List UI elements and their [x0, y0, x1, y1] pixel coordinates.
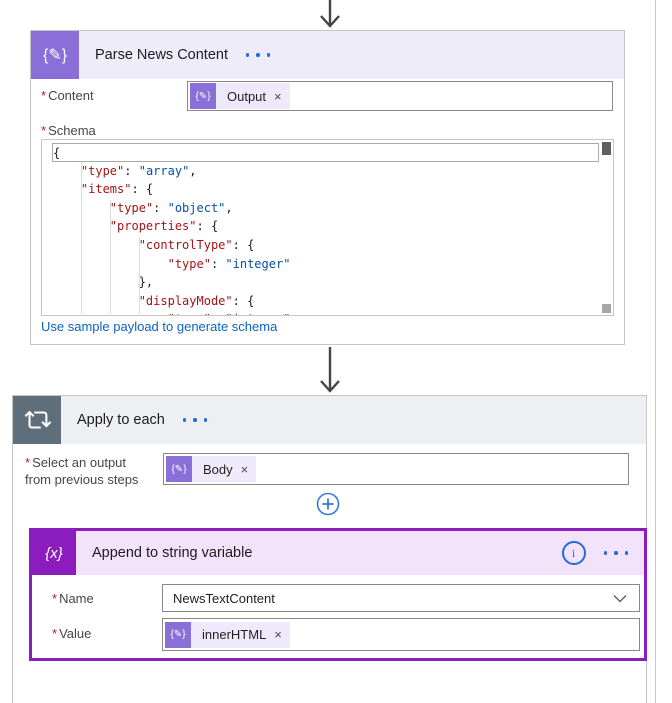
indent-guide — [81, 162, 82, 314]
apply-more-menu-button[interactable] — [182, 414, 208, 426]
chevron-down-icon — [613, 594, 627, 602]
dynamic-content-icon: {✎} — [166, 456, 192, 482]
select-output-input[interactable]: {✎} Body × — [163, 453, 629, 485]
required-asterisk: * — [52, 626, 58, 641]
schema-label: *Schema — [41, 123, 96, 138]
connector-arrow-middle — [320, 347, 340, 393]
info-icon[interactable]: i — [561, 541, 586, 565]
content-label: *Content — [41, 88, 94, 103]
generate-schema-link[interactable]: Use sample payload to generate schema — [41, 319, 278, 334]
horizontal-scrollbar-thumb[interactable] — [602, 304, 611, 313]
output-token-chip[interactable]: {✎} Output × — [190, 83, 290, 109]
parse-more-menu-button[interactable] — [245, 49, 271, 61]
apply-card-title: Apply to each — [77, 412, 165, 428]
loop-icon — [13, 396, 61, 444]
append-to-string-variable-card: {x} Append to string variable i *Name Ne… — [29, 528, 647, 661]
dynamic-content-icon: {✎} — [190, 83, 216, 109]
token-label: innerHTML — [202, 627, 267, 642]
remove-token-icon[interactable]: × — [274, 627, 282, 642]
value-label: *Value — [52, 626, 92, 641]
schema-code-editor[interactable]: { "type": "array", "items": { "type": "o… — [41, 139, 614, 316]
required-asterisk: * — [41, 88, 47, 103]
required-asterisk: * — [25, 455, 31, 470]
parse-news-content-card: {✎} Parse News Content *Content {✎} Outp… — [30, 30, 625, 345]
remove-token-icon[interactable]: × — [274, 88, 282, 104]
vertical-scrollbar-thumb[interactable] — [602, 142, 611, 155]
required-asterisk: * — [52, 591, 58, 606]
remove-token-icon[interactable]: × — [240, 461, 249, 477]
dynamic-content-icon: {✎} — [165, 621, 191, 648]
variable-name-value: NewsTextContent — [173, 590, 275, 606]
variable-icon: {x} — [32, 531, 76, 575]
select-output-label: *Select an output from previous steps — [25, 455, 139, 487]
value-input[interactable]: {✎} innerHTML × — [162, 618, 640, 651]
parse-card-header[interactable]: {✎} Parse News Content — [31, 31, 624, 79]
token-label: Output — [227, 88, 267, 104]
parse-card-title: Parse News Content — [95, 47, 228, 63]
token-label: Body — [203, 461, 233, 477]
braces-pencil-glyph: {✎} — [42, 47, 68, 64]
body-token-chip[interactable]: {✎} Body × — [166, 456, 257, 482]
innerhtml-token-chip[interactable]: {✎} innerHTML × — [165, 621, 290, 648]
apply-card-header[interactable]: Apply to each — [13, 396, 646, 444]
apply-to-each-card: Apply to each *Select an output from pre… — [12, 395, 647, 703]
schema-code[interactable]: { "type": "array", "items": { "type": "o… — [42, 143, 599, 315]
indent-guide — [139, 237, 140, 314]
name-label: *Name — [52, 591, 94, 606]
variable-name-select[interactable]: NewsTextContent — [162, 584, 640, 612]
panel-divider — [655, 0, 656, 703]
append-more-menu-button[interactable] — [603, 547, 628, 559]
content-input[interactable]: {✎} Output × — [187, 81, 613, 111]
indent-guide — [110, 200, 111, 314]
append-card-title: Append to string variable — [92, 545, 253, 561]
add-action-button[interactable] — [316, 492, 340, 516]
data-operations-icon: {✎} — [31, 31, 79, 79]
required-asterisk: * — [41, 123, 47, 138]
connector-arrow-top — [320, 0, 340, 28]
append-card-header[interactable]: {x} Append to string variable i — [32, 531, 644, 575]
braces-x-glyph: {x} — [45, 544, 63, 562]
